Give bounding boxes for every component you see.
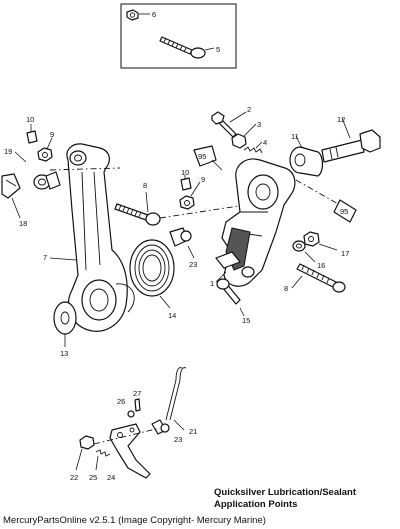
part-11-bushing[interactable]: [289, 135, 324, 177]
part-10-cap-left[interactable]: [26, 124, 38, 144]
axis-line-left: [49, 167, 121, 171]
callout-4[interactable]: 4: [263, 138, 267, 147]
callout-15[interactable]: 15: [242, 316, 250, 325]
callout-23-bottom[interactable]: 23: [174, 435, 182, 444]
callout-23-center[interactable]: 23: [189, 260, 197, 269]
lube-points-title: Quicksilver Lubrication/Sealant Applicat…: [214, 487, 357, 510]
part-9-nut-center[interactable]: [179, 181, 201, 210]
callout-26[interactable]: 26: [117, 397, 125, 406]
part-27-pin[interactable]: [134, 398, 141, 412]
part-10-cap-center[interactable]: [180, 175, 192, 191]
part-17-nut[interactable]: [303, 231, 338, 251]
axis-line-bottom: [93, 427, 161, 445]
callout-17[interactable]: 17: [341, 249, 349, 258]
part-24-lever[interactable]: [109, 423, 151, 479]
callout-14[interactable]: 14: [168, 311, 176, 320]
part-16-washer[interactable]: [292, 240, 316, 263]
part-1-throttle-lever[interactable]: [215, 158, 296, 287]
part-9-nut-left[interactable]: [37, 137, 53, 162]
callout-19[interactable]: 19: [4, 147, 12, 156]
part-21-link-rod[interactable]: [165, 367, 187, 431]
callout-2[interactable]: 2: [247, 105, 251, 114]
footer-copyright: MercuryPartsOnline v2.5.1 (Image Copyrig…: [3, 515, 266, 526]
callout-3[interactable]: 3: [257, 120, 261, 129]
callout-24[interactable]: 24: [107, 473, 115, 482]
callout-13[interactable]: 13: [60, 349, 68, 358]
callout-9-left[interactable]: 9: [50, 130, 54, 139]
axis-line-right: [295, 179, 341, 206]
callout-27[interactable]: 27: [133, 389, 141, 398]
callout-25[interactable]: 25: [89, 473, 97, 482]
part-5-screw[interactable]: [159, 36, 215, 59]
callout-7[interactable]: 7: [43, 253, 47, 262]
part-12-bolt[interactable]: [321, 117, 381, 163]
part-2-screw[interactable]: [211, 111, 247, 138]
part-18-clip[interactable]: [1, 173, 21, 219]
callouts: 6 5 2 3 4 12 11 10 9 19 18 7 8 10 9 23 1…: [4, 10, 349, 482]
part-6-nut[interactable]: [126, 9, 150, 21]
part-23-ball-joint-center[interactable]: [169, 227, 195, 259]
callout-9-center[interactable]: 9: [201, 175, 205, 184]
callout-12[interactable]: 12: [337, 115, 345, 124]
part-22-nut[interactable]: [75, 435, 95, 471]
part-26-clip[interactable]: [127, 410, 135, 418]
axis-line-center: [159, 204, 246, 219]
callout-8-right[interactable]: 8: [284, 284, 288, 293]
part-15-screw[interactable]: [216, 278, 245, 317]
part-4-spring[interactable]: [243, 141, 263, 154]
callout-22[interactable]: 22: [70, 473, 78, 482]
callout-18[interactable]: 18: [19, 219, 27, 228]
callout-5[interactable]: 5: [216, 45, 220, 54]
callout-6[interactable]: 6: [152, 10, 156, 19]
part-7-throttle-arm[interactable]: [49, 143, 135, 332]
part-8-screw-right[interactable]: [291, 263, 346, 293]
inset-box: [120, 3, 237, 69]
callout-10-center[interactable]: 10: [181, 168, 189, 177]
lube-tag-near-lever: 95: [193, 145, 223, 171]
callout-8-left[interactable]: 8: [143, 181, 147, 190]
callout-1[interactable]: 1: [210, 279, 214, 288]
callout-11[interactable]: 11: [291, 132, 299, 141]
part-3-nut[interactable]: [231, 123, 257, 149]
callout-16[interactable]: 16: [317, 261, 325, 270]
callout-21[interactable]: 21: [189, 427, 197, 436]
part-25-spring[interactable]: [95, 449, 111, 471]
lube-tag-right: 95: [333, 199, 357, 223]
part-13-washer[interactable]: [53, 301, 77, 347]
part-8-screw-left[interactable]: [114, 191, 161, 226]
part-14-spring[interactable]: [129, 239, 175, 309]
callout-10-left[interactable]: 10: [26, 115, 34, 124]
part-23-ball-joint-bottom[interactable]: [151, 419, 170, 435]
svg-text:95: 95: [198, 152, 206, 161]
svg-text:95: 95: [340, 207, 348, 216]
part-19-bushing[interactable]: [14, 151, 61, 190]
